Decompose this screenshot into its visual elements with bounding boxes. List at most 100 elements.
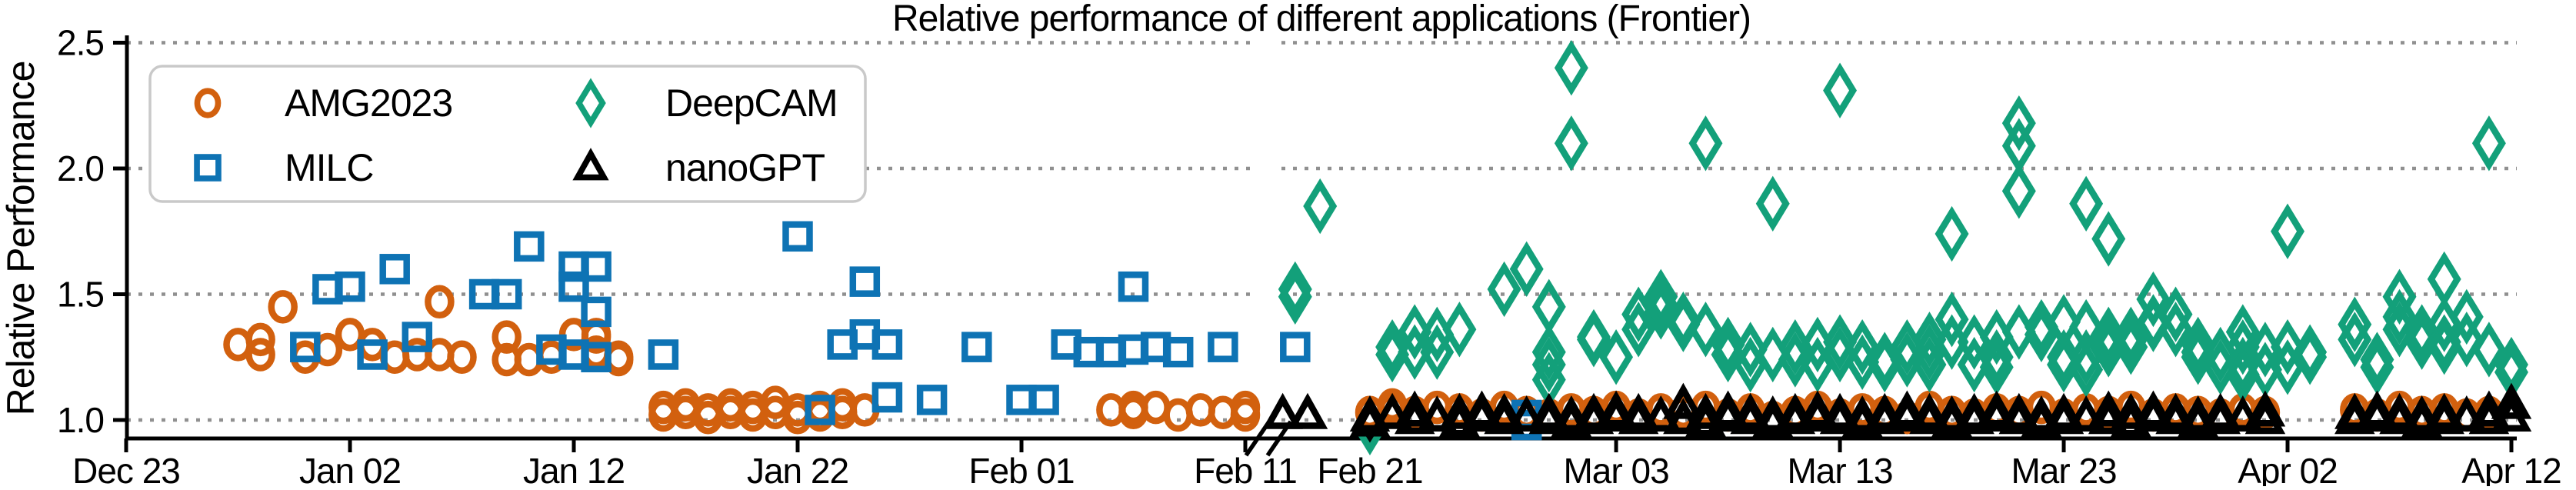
legend-item-AMG2023: AMG2023 — [194, 82, 453, 125]
legend-item-nanoGPT: nanoGPT — [572, 146, 825, 189]
marker-triangle — [2155, 392, 2196, 429]
marker-diamond — [2271, 203, 2304, 259]
marker-diamond — [2360, 339, 2394, 395]
x-tick-label: Feb 01 — [968, 451, 1074, 486]
marker-diamond — [1823, 62, 1858, 118]
marker-triangle — [1371, 392, 1413, 429]
marker-diamond — [1934, 292, 1969, 348]
marker-triangle — [1730, 392, 1771, 429]
marker-triangle — [1976, 390, 2017, 427]
marker-diamond — [2225, 336, 2260, 393]
marker-diamond — [2114, 318, 2148, 375]
marker-square — [648, 339, 679, 370]
marker-triangle — [2357, 390, 2398, 427]
marker-diamond — [2338, 296, 2372, 352]
x-tick-label: Jan 02 — [299, 451, 401, 486]
marker-square — [961, 332, 992, 362]
marker-diamond — [2069, 298, 2104, 355]
legend-item-DeepCAM: DeepCAM — [575, 78, 838, 128]
marker-square — [581, 296, 612, 328]
x-tick-label: Apr 02 — [2238, 451, 2338, 486]
marker-triangle — [1887, 390, 1928, 427]
marker-triangle — [2244, 398, 2286, 435]
marker-diamond — [2449, 288, 2484, 345]
marker-diamond — [2136, 271, 2171, 328]
marker-triangle — [572, 148, 609, 181]
marker-diamond — [2382, 288, 2417, 345]
marker-circle — [245, 338, 275, 372]
marker-diamond — [2271, 318, 2304, 375]
marker-diamond — [2158, 302, 2193, 358]
marker-diamond — [2471, 322, 2506, 378]
marker-diamond — [1912, 312, 1947, 368]
marker-circle — [425, 285, 455, 319]
marker-diamond — [2001, 163, 2036, 219]
marker-square — [1208, 332, 1238, 362]
marker-diamond — [1733, 322, 1768, 378]
marker-square — [782, 221, 813, 252]
marker-triangle — [1262, 392, 1303, 429]
y-axis-label: Relative Performance — [0, 62, 42, 416]
marker-diamond — [2091, 211, 2126, 267]
marker-circle — [268, 290, 298, 324]
marker-square — [581, 342, 612, 372]
x-tick-label: Apr 12 — [2461, 451, 2561, 486]
marker-triangle — [1394, 390, 1435, 427]
marker-triangle — [1819, 392, 1861, 429]
marker-triangle — [1287, 392, 1328, 429]
marker-triangle — [1506, 395, 1547, 432]
marker-square — [805, 395, 835, 425]
y-tick-label: 1.5 — [57, 275, 104, 315]
marker-triangle — [2244, 390, 2286, 427]
marker-square — [581, 251, 612, 282]
marker-diamond — [1644, 268, 1678, 325]
marker-diamond — [2024, 306, 2058, 363]
marker-diamond — [1755, 175, 1790, 232]
marker-diamond — [1711, 316, 1745, 373]
marker-triangle — [2491, 382, 2532, 419]
x-tick-label: Feb 11 — [1194, 451, 1297, 486]
marker-triangle — [2065, 395, 2107, 432]
marker-square — [335, 271, 365, 302]
marker-triangle — [2424, 398, 2464, 435]
marker-diamond — [1554, 40, 1588, 96]
y-tick-label: 2.0 — [57, 148, 104, 188]
marker-triangle — [1663, 382, 1704, 419]
marker-diamond — [1487, 261, 1521, 318]
marker-square — [357, 339, 388, 370]
marker-triangle — [2200, 398, 2241, 435]
marker-diamond — [1531, 336, 1566, 393]
marker-diamond — [2069, 175, 2104, 232]
x-tick-label: Jan 22 — [747, 451, 848, 486]
marker-diamond — [2001, 95, 2036, 152]
marker-diamond — [1666, 296, 1701, 352]
marker-diamond — [1303, 178, 1338, 235]
marker-square — [871, 329, 903, 360]
marker-diamond — [2114, 312, 2148, 368]
marker-diamond — [2069, 342, 2104, 398]
marker-triangle — [1909, 392, 1950, 429]
marker-diamond — [575, 78, 606, 128]
marker-triangle — [1528, 392, 1570, 429]
marker-triangle — [2133, 390, 2174, 427]
marker-triangle — [2379, 392, 2420, 429]
marker-triangle — [1484, 392, 1525, 429]
marker-triangle — [2088, 390, 2129, 427]
marker-diamond — [1531, 278, 1566, 335]
marker-circle — [1230, 398, 1261, 432]
marker-triangle — [1595, 390, 1637, 427]
marker-diamond — [1934, 205, 1969, 262]
x-tick-label: Dec 23 — [72, 451, 180, 486]
marker-diamond — [2427, 251, 2461, 308]
x-tick-label: Mar 13 — [1787, 451, 1892, 486]
marker-diamond — [2360, 332, 2394, 388]
series-MILC — [290, 221, 1542, 441]
marker-diamond — [1509, 241, 1544, 297]
marker-square — [916, 385, 948, 415]
marker-diamond — [2158, 286, 2193, 342]
marker-square — [849, 266, 881, 297]
legend-item-label: MILC — [285, 146, 373, 189]
marker-triangle — [1663, 398, 1704, 435]
